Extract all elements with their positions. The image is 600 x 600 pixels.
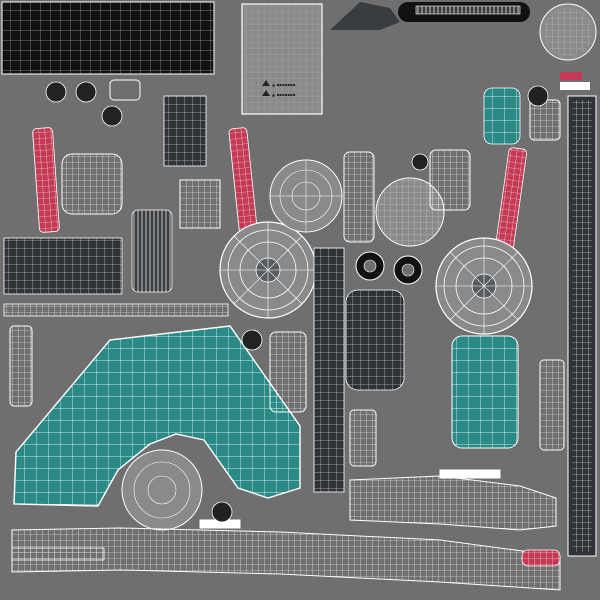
uv-island-disc-bottom	[121, 449, 203, 531]
warning-triangle-icon	[262, 80, 270, 86]
uv-island-red-bottom	[521, 549, 561, 567]
uv-island-mesh-right-bottom	[349, 475, 557, 531]
uv-island-left-dark-block	[3, 237, 123, 295]
uv-island-wheel-left	[219, 221, 317, 319]
panel-text-line-2: ▲ ▪▪▪▪▪▪▪	[272, 92, 296, 97]
uv-island-teal-panel-right	[451, 335, 519, 449]
uv-island-globe	[375, 177, 445, 247]
uv-island-center-column	[313, 247, 345, 493]
uv-island-teal-main	[13, 325, 301, 507]
uv-island-bottom-strip	[11, 527, 561, 591]
uv-island-top-wedge	[330, 2, 400, 30]
uv-island-dark-panel-a	[163, 95, 207, 167]
panel-text-line-1: ▲ ▪▪▪▪▪▪▪	[272, 82, 296, 87]
uv-island-bottom-left-strip	[11, 547, 105, 561]
uv-island-rings	[355, 251, 423, 285]
uv-island-top-left-grid	[1, 1, 215, 75]
uv-island-capsule-panel	[345, 289, 405, 391]
uv-island-stripe-block	[131, 209, 173, 293]
uv-island-left-red-strip	[32, 127, 60, 233]
warning-triangle-icon	[262, 90, 270, 96]
uv-island-teal-small	[483, 87, 521, 145]
uv-small-islands	[9, 79, 565, 529]
uv-island-top-panel: ▲ ▪▪▪▪▪▪▪ ▲ ▪▪▪▪▪▪▪	[241, 3, 323, 115]
uv-tiny-shapes	[45, 81, 549, 523]
uv-island-wheel-right	[435, 237, 533, 335]
uv-island-thin-bar	[3, 303, 229, 317]
uv-island-disc-top-center	[269, 159, 343, 233]
